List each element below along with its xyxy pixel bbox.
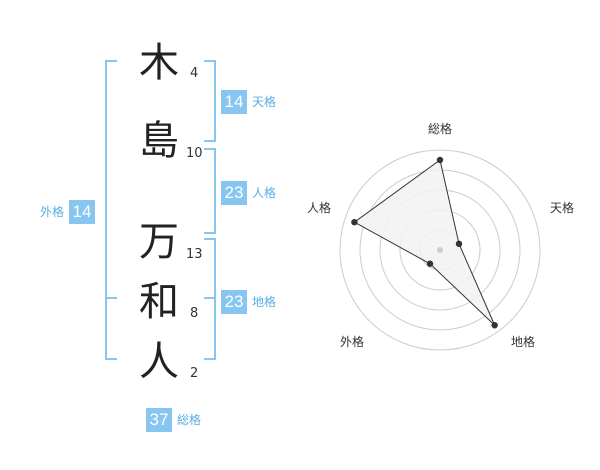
chikaku-label: 地格	[252, 295, 277, 309]
radar-label-chikaku: 地格	[511, 335, 536, 349]
radar-point-1	[436, 156, 444, 164]
chikaku-bracket	[204, 238, 216, 360]
chikaku-value: 23	[221, 290, 247, 314]
gaikaku-label: 外格	[40, 205, 65, 219]
jinkaku-label: 人格	[252, 186, 277, 200]
jinkaku-value: 23	[221, 181, 247, 205]
radar-label-gaikaku: 外格	[340, 335, 365, 349]
gaikaku-group: 外格 14	[40, 200, 96, 224]
stroke-count-3: 13	[186, 247, 203, 262]
name-char-5: 人	[139, 339, 179, 385]
chikaku-bracket-tick	[204, 297, 216, 299]
soukaku-label: 総格	[177, 413, 202, 427]
gaikaku-bracket-tick	[105, 297, 117, 299]
tenkaku-group: 14 天格	[221, 90, 276, 114]
name-char-2: 島	[139, 118, 179, 164]
radar-polygon	[353, 159, 496, 326]
radar-point-5	[351, 218, 358, 226]
soukaku-value: 37	[146, 408, 172, 432]
tenkaku-label: 天格	[252, 95, 277, 109]
name-char-4: 和	[139, 279, 179, 325]
gaikaku-bracket	[105, 60, 117, 360]
stroke-count-1: 4	[190, 66, 199, 81]
radar-point-3	[491, 322, 498, 329]
soukaku-group: 37 総格	[146, 408, 201, 432]
radar-label-tenkaku: 天格	[550, 201, 575, 215]
stroke-count-2: 10	[186, 146, 203, 161]
radar-point-2	[455, 240, 463, 248]
tenkaku-bracket	[204, 60, 216, 142]
chikaku-group: 23 地格	[221, 290, 276, 314]
name-char-1: 木	[139, 40, 179, 86]
radar-label-soukaku: 総格	[428, 122, 453, 136]
name-char-3: 万	[139, 219, 179, 265]
gaikaku-value: 14	[69, 200, 96, 224]
radar-label-jinkaku: 人格	[307, 201, 332, 215]
jinkaku-bracket	[204, 148, 216, 234]
radar-center-dot	[437, 247, 443, 253]
radar-point-4	[426, 260, 434, 267]
radar-ring	[339, 149, 541, 351]
stroke-count-4: 8	[190, 306, 199, 321]
jinkaku-group: 23 人格	[221, 181, 276, 205]
stroke-count-5: 2	[190, 366, 199, 381]
fortune-radar-chart	[339, 149, 541, 351]
tenkaku-value: 14	[221, 90, 247, 114]
